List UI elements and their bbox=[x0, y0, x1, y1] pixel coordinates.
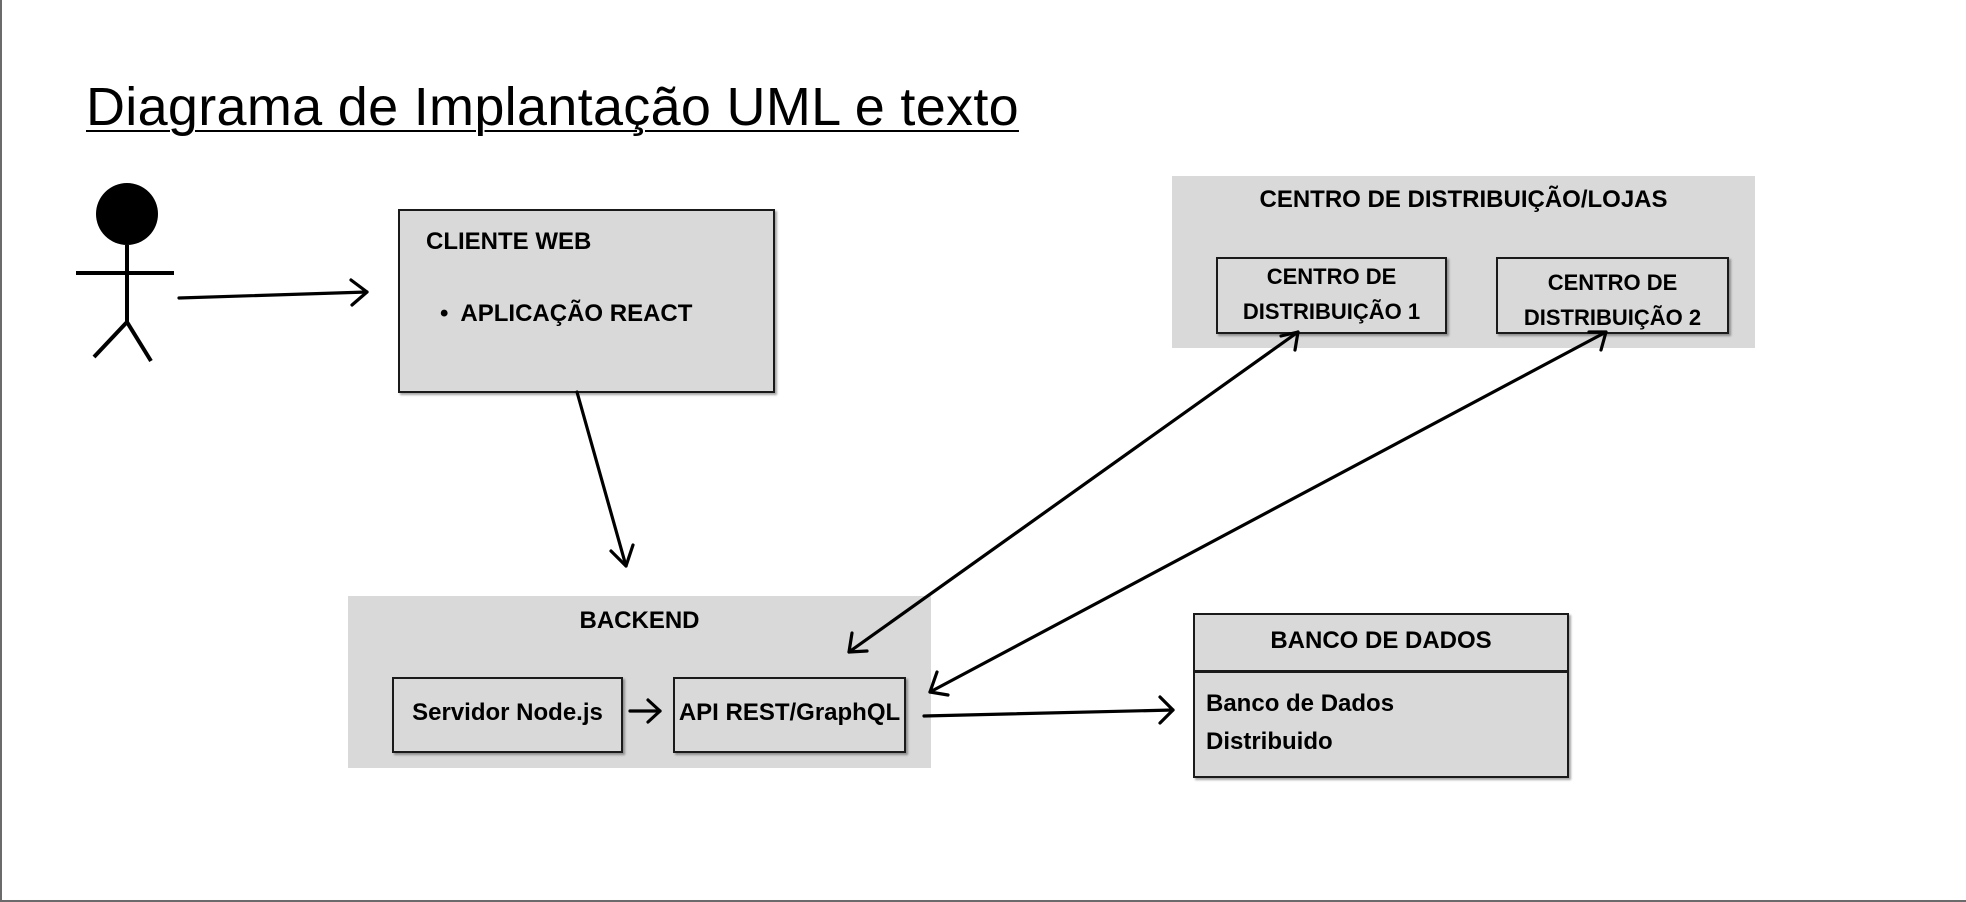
centro-distribuicao-2-node: CENTRO DE DISTRIBUIÇÃO 2 bbox=[1496, 257, 1729, 334]
arrow-servidor-to-api bbox=[628, 698, 662, 724]
servidor-nodejs-label: Servidor Node.js bbox=[412, 699, 603, 726]
page-title: Diagrama de Implantação UML e texto bbox=[86, 77, 1019, 137]
centro-distribuicao-1-line1: CENTRO DE bbox=[1266, 264, 1397, 289]
banco-de-dados-node: BANCO DE DADOS Banco de Dados Distribuid… bbox=[1193, 613, 1569, 778]
bullet: • bbox=[440, 300, 449, 327]
banco-de-dados-line1: Banco de Dados bbox=[1206, 690, 1395, 717]
centro-distribuicao-1-node: CENTRO DE DISTRIBUIÇÃO 1 bbox=[1216, 257, 1447, 334]
cliente-web-item-label: APLICAÇÃO REACT bbox=[460, 300, 693, 327]
arrow-api-to-centro-distribuicao-1 bbox=[847, 330, 1300, 654]
centro-distribuicao-2-line1: CENTRO DE bbox=[1547, 270, 1678, 295]
arrow-cliente-web-to-backend bbox=[575, 390, 635, 568]
banco-de-dados-divider bbox=[1195, 670, 1567, 673]
backend-title: BACKEND bbox=[579, 607, 700, 634]
banco-de-dados-line2: Distribuido bbox=[1206, 728, 1333, 755]
centro-distribuicao-1-line2: DISTRIBUIÇÃO 1 bbox=[1242, 299, 1421, 324]
api-rest-graphql-node: API REST/GraphQL bbox=[673, 677, 906, 753]
arrow-actor-to-cliente-web bbox=[177, 278, 369, 307]
cliente-web-node: CLIENTE WEB • APLICAÇÃO REACT bbox=[398, 209, 775, 393]
banco-de-dados-title: BANCO DE DADOS bbox=[1270, 627, 1492, 654]
servidor-nodejs-node: Servidor Node.js bbox=[392, 677, 623, 753]
cliente-web-title: CLIENTE WEB bbox=[426, 228, 592, 255]
api-rest-graphql-label: API REST/GraphQL bbox=[678, 699, 901, 726]
arrow-api-to-banco-de-dados bbox=[922, 695, 1175, 725]
centro-distribuicao-lojas-title: CENTRO DE DISTRIBUIÇÃO/LOJAS bbox=[1259, 186, 1668, 213]
centro-distribuicao-2-line2: DISTRIBUIÇÃO 2 bbox=[1523, 305, 1702, 330]
list-item: • APLICAÇÃO REACT bbox=[440, 300, 692, 328]
arrow-api-to-centro-distribuicao-2 bbox=[928, 330, 1608, 697]
